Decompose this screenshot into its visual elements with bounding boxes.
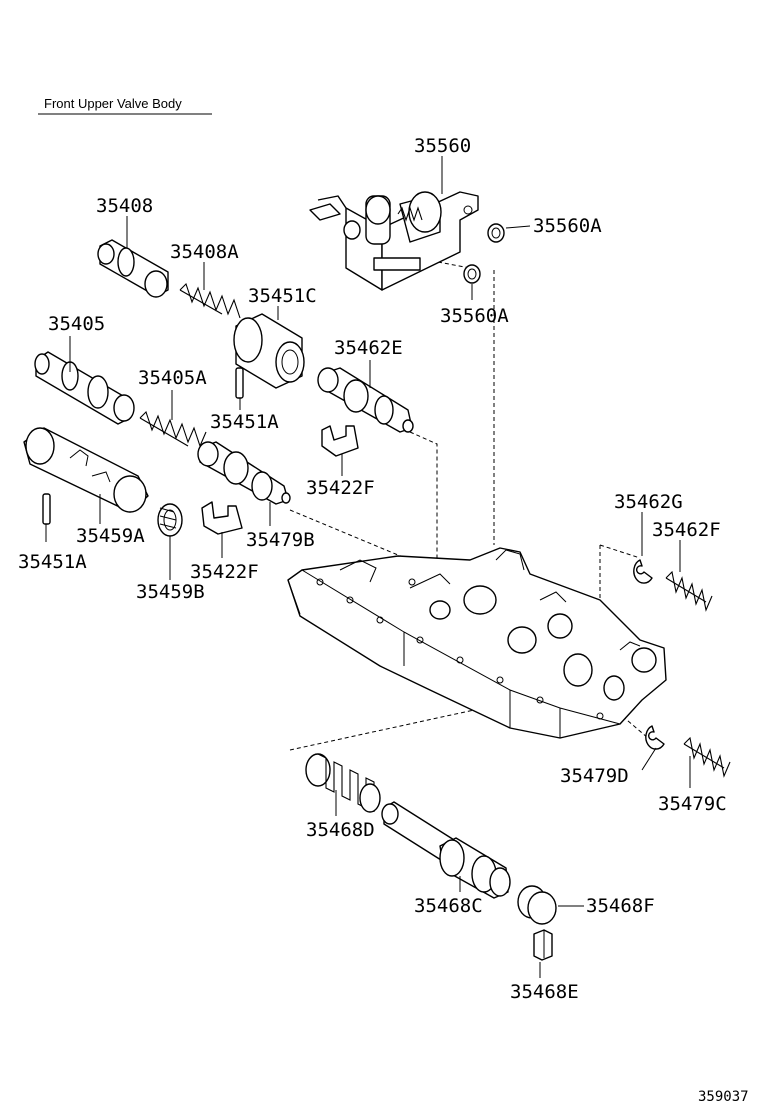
label-35405A: 35405A [138,367,207,389]
diagram-title: Front Upper Valve Body [44,96,182,111]
o-ring-35560A-lower [463,264,481,284]
valve-35408 [97,239,169,298]
label-35468D: 35468D [306,819,375,841]
label-35468F: 35468F [586,895,655,917]
o-ring-35560A-upper [487,223,505,243]
pin-35451A-lower [42,493,51,525]
label-35459B: 35459B [136,581,205,603]
label-35459A: 35459A [76,525,145,547]
label-35479B: 35479B [246,529,315,551]
leader-lines [45,156,691,978]
spring-35408A [179,282,241,319]
label-35451C: 35451C [248,285,317,307]
sleeve-35451C [233,313,305,389]
label-35468E: 35468E [510,981,579,1003]
solenoid-35560 [309,191,479,291]
label-35462E: 35462E [334,337,403,359]
spring-35405A [139,410,207,448]
label-35462G: 35462G [614,491,683,513]
label-35405: 35405 [48,313,105,335]
label-35479C: 35479C [658,793,727,815]
label-35462F: 35462F [652,519,721,541]
spring-35462F [665,570,713,612]
spring-35459B [157,503,183,537]
label-35451A-upper: 35451A [210,411,279,433]
label-35422F-upper: 35422F [306,477,375,499]
label-35560A-upper: 35560A [533,215,602,237]
sleeve-35459A [23,427,149,513]
pin-35451A-upper [235,367,244,399]
retainer-35422F-lower [201,501,243,535]
clip-35479D [645,725,665,750]
valve-35405 [34,351,135,425]
spring-35468D [305,753,381,813]
label-35451A-lower: 35451A [18,551,87,573]
label-35479D: 35479D [560,765,629,787]
label-35408: 35408 [96,195,153,217]
valve-35468C [381,801,511,899]
plug-35462E [317,367,414,433]
valve-body-casting [287,547,667,739]
clip-35462G [633,559,653,584]
label-35560: 35560 [414,135,471,157]
valve-35479B [197,441,291,505]
label-35422F-lower: 35422F [190,561,259,583]
spring-35479C [683,736,731,778]
label-35468C: 35468C [414,895,483,917]
label-35408A: 35408A [170,241,239,263]
figure-number: 359037 [698,1089,749,1105]
key-35468E [533,929,553,961]
plug-35468F [517,885,557,925]
label-35560A-lower: 35560A [440,305,509,327]
retainer-35422F-upper [321,425,359,457]
